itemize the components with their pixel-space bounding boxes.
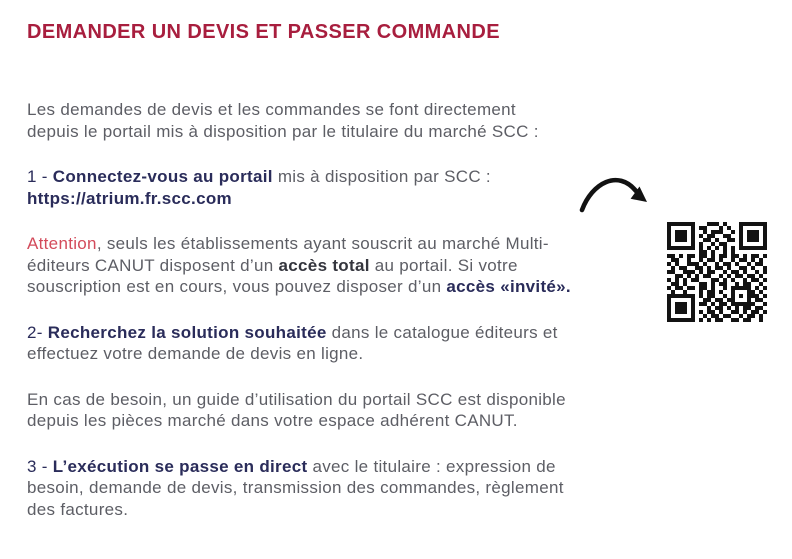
curved-arrow-icon [576,163,660,213]
text-segment: dans le catalogue éditeurs et [326,322,558,342]
step-number-3: 3 - [27,456,53,476]
text-segment: souscription est en cours, vous pouvez d… [27,277,447,296]
text-segment: avec le titulaire : expression de [307,456,556,476]
page-title: DEMANDER UN DEVIS ET PASSER COMMANDE [27,21,500,44]
attention-label: Attention [27,234,97,253]
text-segment: Les demandes de devis et les commandes s… [27,100,516,119]
text-segment: effectuez votre demande de devis en lign… [27,344,364,363]
text-segment: depuis le portail mis à disposition par … [27,121,539,141]
acces-total-emphasis: accès total [278,255,370,275]
text-segment: au portail. Si votre [369,255,518,275]
paragraph-step3: 3 - L’exécution se passe en direct avec … [27,456,672,521]
step-number-1: 1 - [27,167,53,186]
text-segment: , seuls les établissements ayant souscri… [96,234,549,253]
paragraph-step1: 1 - Connectez-vous au portail mis à disp… [27,166,672,209]
step2-heading: Recherchez la solution souhaitée [47,322,327,342]
paragraph-guide: En cas de besoin, un guide d’utilisation… [27,389,672,432]
text-segment: En cas de besoin, un guide d’utilisation… [27,389,566,409]
step1-heading: Connectez-vous au portail [52,167,273,186]
paragraph-intro: Les demandes de devis et les commandes s… [27,99,672,142]
portal-url-link[interactable]: https://atrium.fr.scc.com [27,188,232,208]
text-segment: éditeurs CANUT disposent d’un [27,255,279,275]
step-number-2: 2- [27,322,48,342]
paragraph-attention: Attention, seuls les établissements ayan… [27,233,672,298]
step3-heading: L’exécution se passe en direct [52,456,308,476]
acces-invite-emphasis: accès «invité». [446,277,571,296]
qr-code [667,222,767,322]
text-segment: des factures. [27,499,129,519]
text-segment: besoin, demande de devis, transmission d… [27,478,564,497]
text-segment: mis à disposition par SCC : [272,167,491,186]
paragraph-step2: 2- Recherchez la solution souhaitée dans… [27,322,672,365]
text-segment: depuis les pièces marché dans votre espa… [27,411,518,430]
body-text-column: Les demandes de devis et les commandes s… [27,99,672,544]
